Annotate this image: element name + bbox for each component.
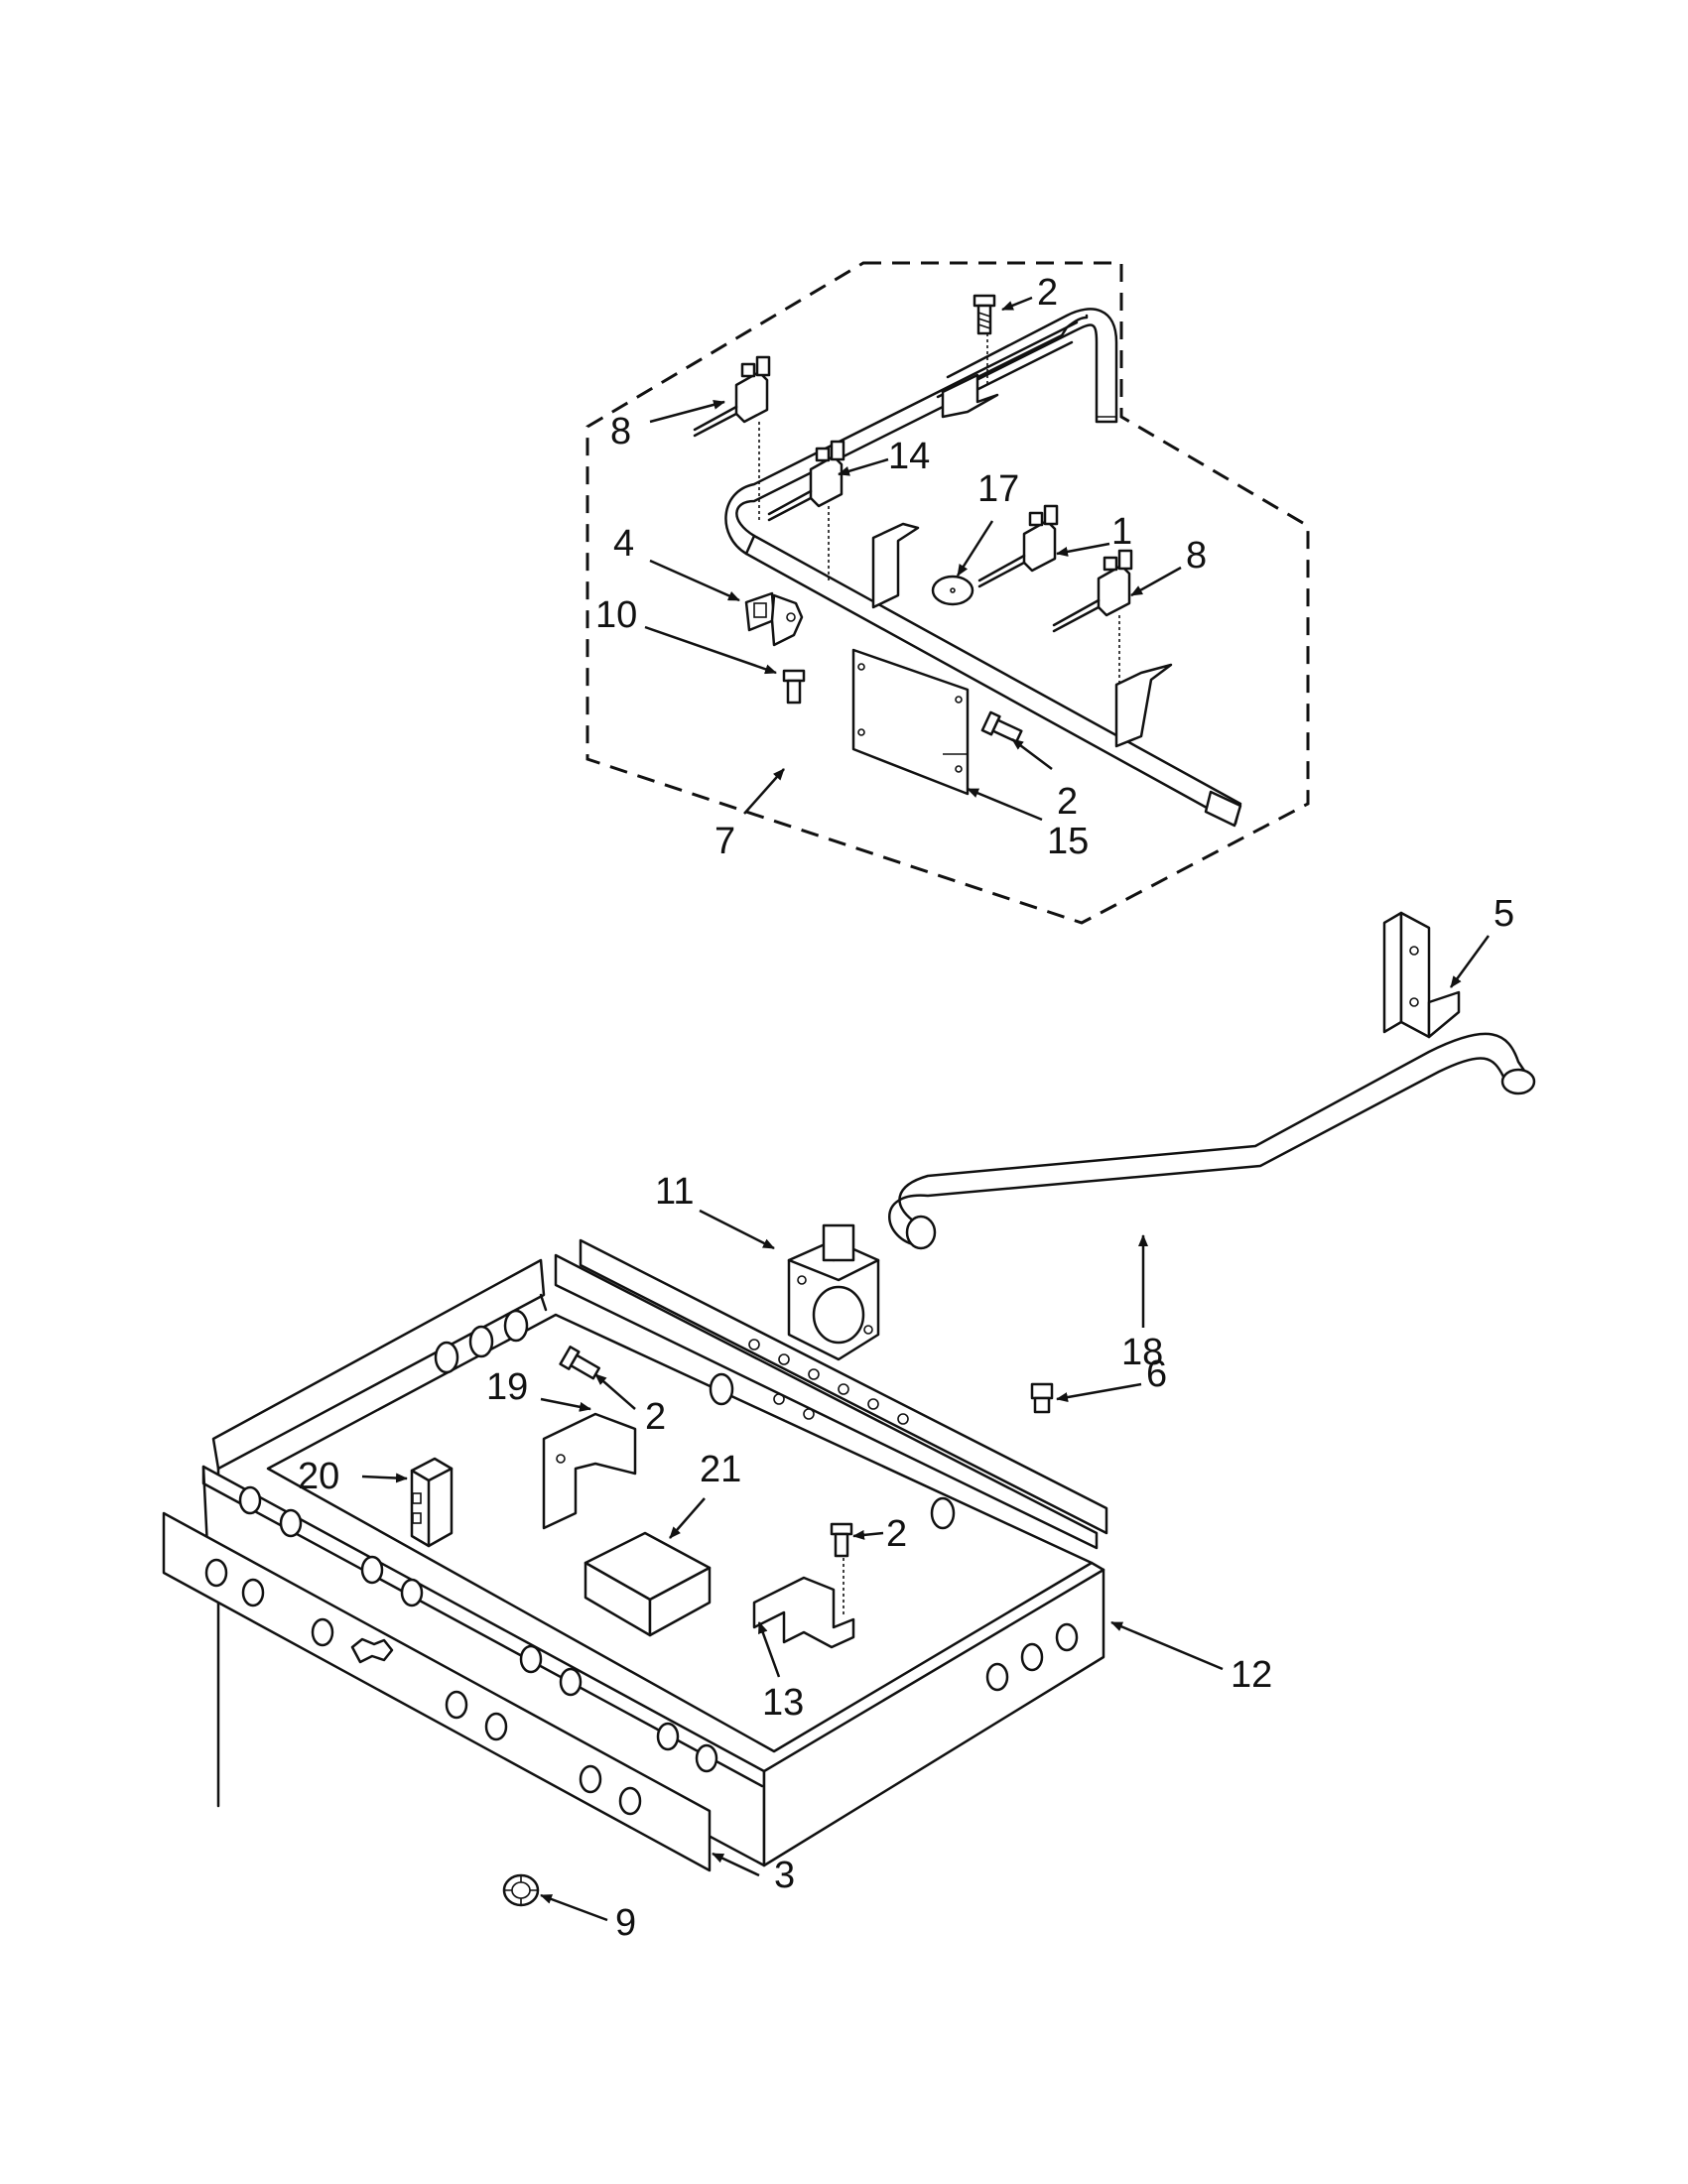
manifold-assembly-group (585, 261, 1310, 925)
callout-9: 9 (615, 1902, 636, 1944)
callout-7: 7 (714, 821, 735, 862)
callout-21: 21 (700, 1449, 741, 1490)
screw-icon (973, 294, 996, 335)
callout-5: 5 (1493, 893, 1514, 935)
knob (502, 1873, 540, 1907)
gas-tube (888, 1032, 1536, 1250)
callout-8: 8 (1186, 535, 1207, 577)
bracket-icon (542, 1412, 637, 1530)
callout-2: 2 (1037, 272, 1058, 314)
rail-holes (748, 1339, 909, 1425)
callout-13: 13 (762, 1682, 804, 1724)
callout-20: 20 (298, 1456, 339, 1497)
manifold-pipe-elbow (724, 325, 1074, 556)
callout-11: 11 (655, 1171, 694, 1213)
fitting (1030, 1382, 1054, 1414)
callout-19: 19 (486, 1366, 528, 1408)
screw-icon (782, 669, 806, 705)
bracket-clip (744, 591, 804, 647)
screw-icon (559, 1346, 601, 1380)
callout-2: 2 (1057, 781, 1078, 823)
callout-2: 2 (886, 1513, 907, 1555)
callout-17: 17 (977, 468, 1019, 510)
screw-icon (980, 710, 1023, 743)
terminal-block (410, 1457, 454, 1548)
callout-4: 4 (613, 523, 634, 565)
callout-labels: 2 8 14 17 1 8 4 10 2 15 7 5 11 18 6 19 2… (298, 272, 1514, 1944)
tube-bracket (1382, 911, 1461, 1039)
front-panel (162, 1511, 712, 1872)
gasket-disk-hole (950, 587, 956, 593)
manifold-top-elbow (946, 308, 1118, 424)
plate-hole (955, 696, 963, 704)
plate-hole (857, 728, 865, 736)
callout-14: 14 (888, 436, 930, 477)
manifold-pipe-end (1204, 790, 1242, 828)
callout-2: 2 (645, 1396, 666, 1438)
plate-hole (857, 663, 865, 671)
pan-holes (238, 1309, 1079, 1773)
callout-18: 18 (1121, 1332, 1163, 1373)
cover-box (584, 1531, 712, 1637)
plate-hole (955, 765, 963, 773)
callout-1: 1 (1111, 511, 1132, 553)
screw-icon (830, 1522, 853, 1558)
valve-icon (977, 504, 1059, 588)
manifold-rear-tube (936, 314, 1089, 399)
callout-12: 12 (1231, 1654, 1272, 1696)
assembly-boundary (585, 261, 1310, 925)
shield-plate (851, 648, 970, 796)
gasket-disk (931, 575, 974, 606)
callout-10: 10 (595, 594, 637, 636)
callout-3: 3 (774, 1855, 795, 1896)
valve-icon (1052, 549, 1133, 705)
valve-icon (693, 355, 771, 521)
bracket-icon (871, 298, 1173, 748)
regulator-icon (787, 1223, 880, 1361)
leader-arrows (361, 296, 1491, 1922)
callout-8: 8 (610, 411, 631, 452)
bracket-icon (752, 1558, 855, 1649)
valve-icon (767, 440, 845, 580)
callout-15: 15 (1047, 821, 1089, 862)
callout-6: 6 (1146, 1353, 1167, 1395)
